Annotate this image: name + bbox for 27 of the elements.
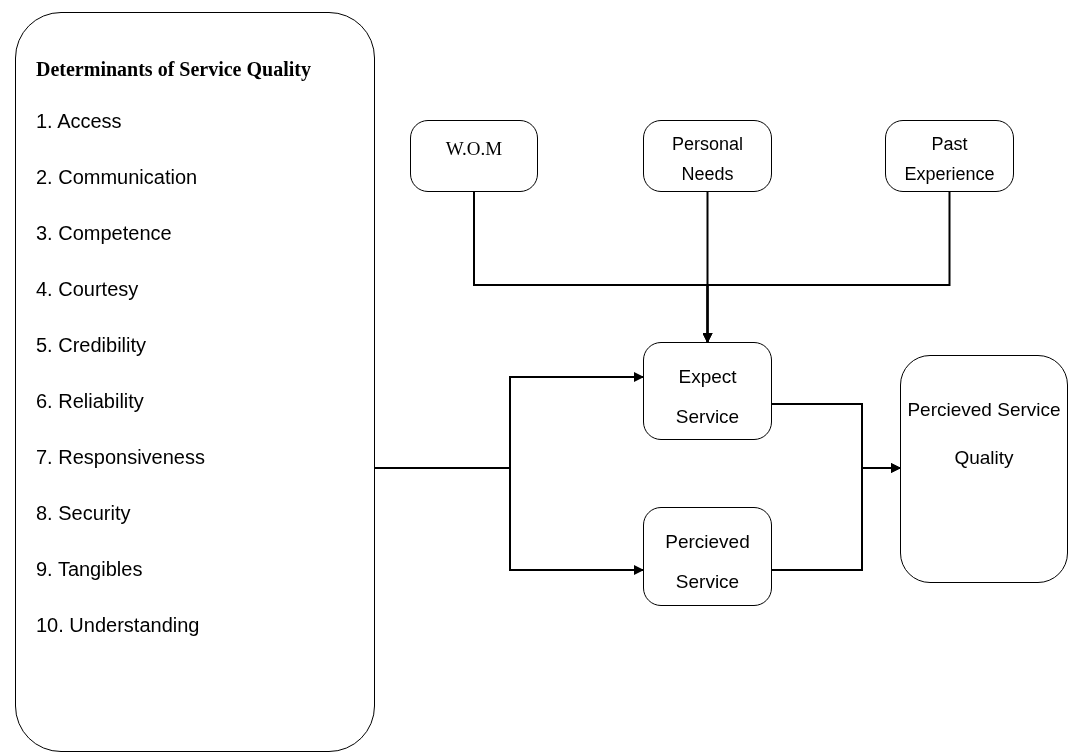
list-item: 9. Tangibles <box>36 557 143 582</box>
list-item: 3. Competence <box>36 221 172 246</box>
box-label: Percieved Service Quality <box>907 398 1061 470</box>
rounded-box <box>643 507 772 606</box>
rounded-box <box>643 342 772 440</box>
box-label: Past Experience <box>903 133 996 186</box>
list-item: 10. Understanding <box>36 613 200 638</box>
list-item: 2. Communication <box>36 165 198 190</box>
connector-arrow <box>374 467 644 575</box>
rounded-box <box>15 12 375 752</box>
box-heading: Determinants of Service Quality <box>36 57 311 83</box>
box-label: Personal Needs <box>670 133 744 186</box>
list-item: 1. Access <box>36 109 122 134</box>
box-label: Percieved Service <box>664 530 751 594</box>
box-label: W.O.M <box>445 137 503 161</box>
rounded-box <box>885 120 1014 192</box>
list-item: 6. Reliability <box>36 389 144 414</box>
list-item: 5. Credibility <box>36 333 147 358</box>
box-label: Expect Service <box>674 365 741 429</box>
connector-arrow <box>702 191 951 343</box>
rounded-box <box>643 120 772 192</box>
list-item: 8. Security <box>36 501 131 526</box>
connector-arrow <box>771 463 901 571</box>
rounded-box <box>900 355 1068 583</box>
rounded-box <box>410 120 538 192</box>
list-item: 7. Responsiveness <box>36 445 205 470</box>
list-item: 4. Courtesy <box>36 277 139 302</box>
